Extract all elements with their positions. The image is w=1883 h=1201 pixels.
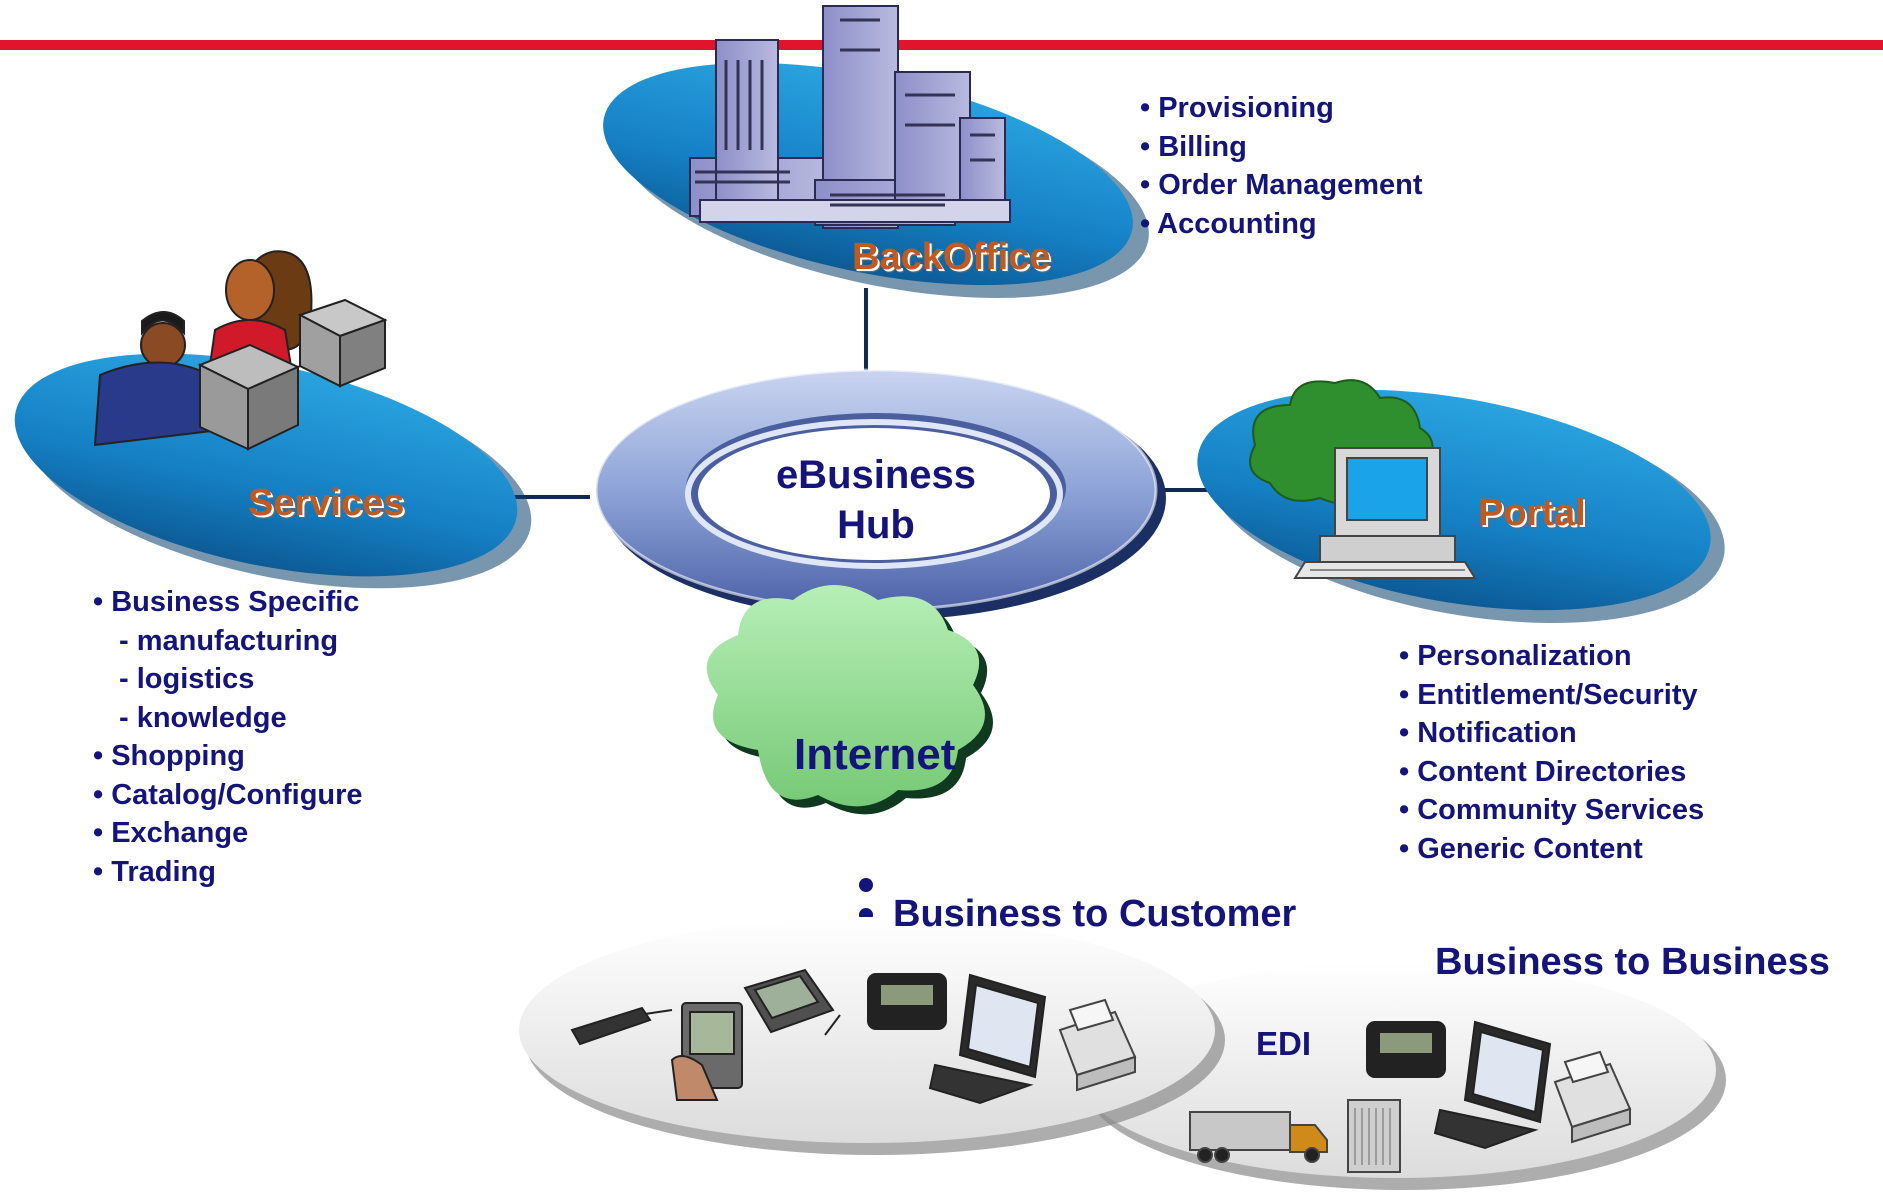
portal-bullet-list: • Personalization • Entitlement/Security… — [1399, 637, 1704, 868]
cloud-icon — [706, 585, 993, 815]
list-item: • Provisioning — [1140, 92, 1334, 124]
header-line — [0, 40, 1883, 50]
hub-label-line1: eBusiness — [775, 453, 977, 497]
list-item: • Personalization — [1399, 640, 1632, 672]
truck-icon — [1189, 1111, 1328, 1163]
list-item: • Accounting — [1140, 207, 1317, 240]
list-item: • Notification — [1399, 717, 1577, 749]
list-item: • Order Management — [1140, 169, 1423, 201]
list-item: • Generic Content — [1399, 832, 1643, 865]
pager-icon — [1366, 1021, 1446, 1078]
list-item: - knowledge — [119, 701, 287, 734]
list-item: • Catalog/Configure — [93, 778, 363, 811]
hub-ring — [594, 368, 1166, 620]
office-building-icon — [689, 5, 1011, 229]
people-at-computers-icon — [93, 250, 388, 451]
list-item: - manufacturing — [119, 624, 339, 657]
portal-label: Portal — [1478, 492, 1586, 534]
desktop-computer-icon — [1293, 447, 1477, 579]
b2c-heading: Business to Customer — [893, 893, 1297, 935]
services-label: Services — [248, 482, 405, 524]
edi-label: EDI — [1256, 1025, 1312, 1062]
list-item: - logistics — [119, 663, 255, 695]
mobile-phone-icon — [570, 1006, 673, 1046]
internet-label: Internet — [794, 730, 956, 779]
list-item: • Business Specific — [93, 586, 360, 618]
pager-icon — [867, 973, 947, 1030]
pda-icon — [670, 1002, 743, 1101]
list-item: • Trading — [93, 855, 216, 888]
laptop-icon — [1433, 1020, 1552, 1150]
fax-machine-icon — [1553, 1050, 1632, 1144]
services-bullet-list: • Business Specific - manufacturing - lo… — [93, 583, 363, 891]
handheld-pc-icon — [743, 968, 841, 1036]
list-item: • Content Directories — [1399, 755, 1687, 788]
backoffice-label: BackOffice — [852, 236, 1051, 278]
fax-machine-icon — [1058, 998, 1137, 1092]
b2b-heading: Business to Business — [1435, 941, 1830, 983]
backoffice-bullet-list: • Provisioning • Billing • Order Managem… — [1140, 89, 1423, 243]
list-item: • Shopping — [93, 740, 245, 772]
list-item: • Exchange — [93, 817, 249, 849]
laptop-icon — [928, 973, 1047, 1105]
portal-platform — [1197, 389, 1725, 623]
list-item: • Entitlement/Security — [1399, 678, 1698, 711]
list-item: • Billing — [1140, 130, 1247, 163]
list-item: • Community Services — [1399, 794, 1705, 826]
hub-label-line2: Hub — [837, 503, 915, 547]
server-icon — [1347, 1099, 1401, 1173]
hub-label: eBusiness Hub — [746, 450, 1006, 550]
